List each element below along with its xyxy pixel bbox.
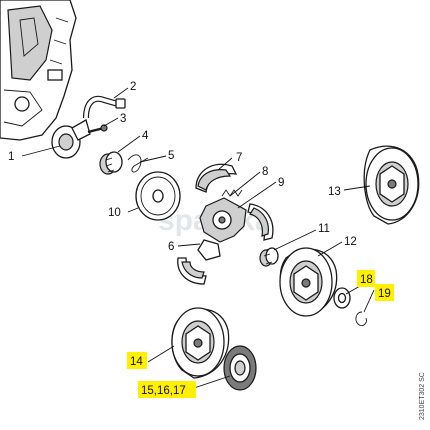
part-3-screw (87, 124, 108, 134)
drawing-code: 2310ET302 SC (419, 372, 426, 420)
highlight-18 (357, 270, 375, 287)
part-12-clutch-drum (279, 247, 338, 317)
callout-3: 3 (120, 113, 126, 125)
clutch-carrier (197, 197, 247, 261)
callout-8: 8 (262, 166, 268, 178)
highlight-14 (127, 352, 147, 369)
callout-11: 11 (318, 223, 330, 235)
engine-housing (0, 0, 77, 141)
callout-7: 7 (236, 152, 242, 164)
part-2-oil-hose (83, 95, 126, 119)
part-4-worm (99, 151, 123, 175)
callout-1: 1 (8, 151, 14, 163)
clutch-shoe-right (247, 203, 274, 241)
leader-lines (21, 87, 375, 389)
part-6-clutch-shoe (177, 257, 207, 285)
callout-labels: 1 2 3 4 5 6 7 8 9 10 11 12 13 14 15,16,1… (8, 81, 391, 397)
highlight-15-16-17 (138, 381, 196, 398)
callout-6: 6 (168, 241, 174, 253)
part-18-washer (333, 287, 351, 309)
callout-9: 9 (278, 177, 284, 189)
highlight-boxes (127, 270, 394, 398)
callout-12: 12 (344, 236, 357, 248)
part-5-spring (127, 154, 149, 173)
callout-4: 4 (142, 130, 149, 142)
callout-10: 10 (108, 207, 121, 219)
part-7-clutch-shoe (195, 163, 238, 193)
callout-15-16-17: 15,16,17 (141, 385, 186, 397)
callout-19: 19 (378, 288, 391, 300)
part-1-oil-pump (51, 119, 91, 159)
callout-18: 18 (360, 274, 373, 286)
callout-2: 2 (130, 81, 136, 93)
part-19-e-clip (355, 311, 367, 327)
callout-13: 13 (328, 186, 341, 198)
part-11-needle-bearing (259, 247, 279, 267)
part-15-16-17-rim-sprocket (223, 345, 257, 391)
callout-5: 5 (168, 150, 174, 162)
callout-14: 14 (130, 356, 143, 368)
highlight-19 (375, 284, 394, 301)
part-13-clutch-drum (363, 145, 420, 225)
part-10-disc (135, 171, 181, 221)
part-14-spur-sprocket-drum (171, 307, 230, 379)
